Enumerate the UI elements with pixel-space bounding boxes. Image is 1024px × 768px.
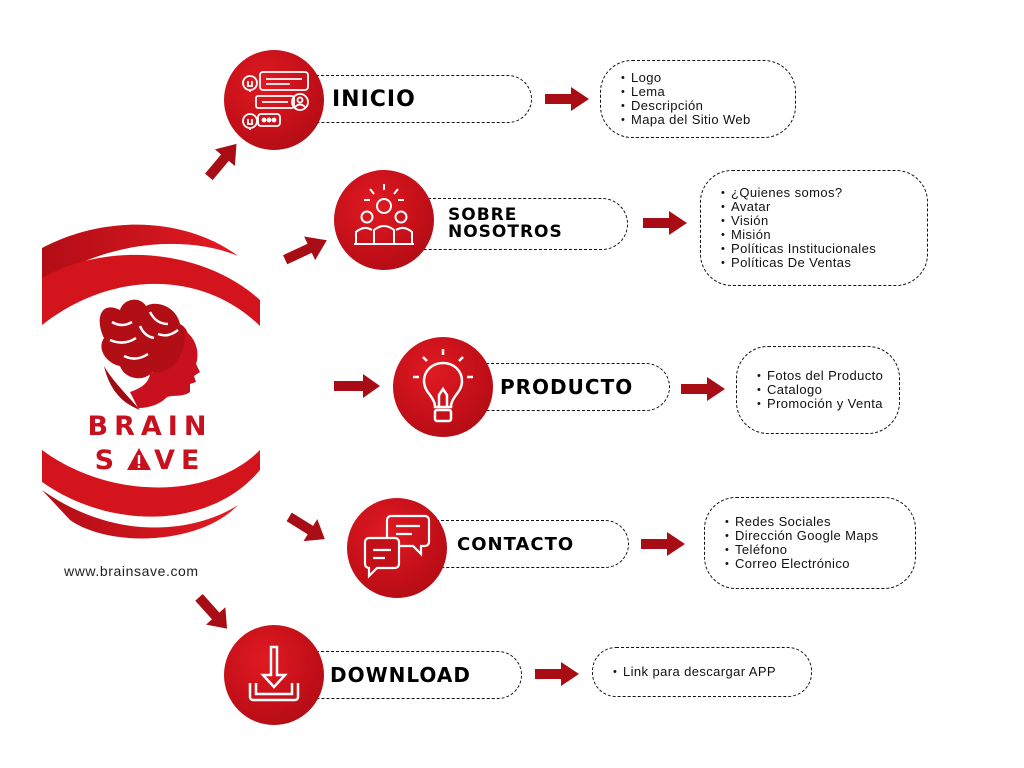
contacto-title-pill[interactable]: CONTACTO: [421, 520, 629, 568]
inicio-details-list: Logo Lema Descripción Mapa del Sitio Web: [601, 71, 761, 128]
list-item: ¿Quienes somos?: [721, 186, 876, 201]
sobre-nosotros-details-bubble: ¿Quienes somos? Avatar Visión Misión Pol…: [700, 170, 928, 286]
brand-logo-art: [42, 224, 260, 539]
list-item: Logo: [621, 71, 751, 86]
list-item: Avatar: [721, 200, 876, 215]
list-item: Misión: [721, 228, 876, 243]
inicio-title: INICIO: [332, 86, 416, 112]
arrow-to-contacto: [286, 512, 325, 542]
sobre-nosotros-title-pill[interactable]: SOBRE NOSOTROS: [408, 198, 628, 250]
logo-top-swoosh-inner: [42, 254, 260, 326]
list-item: Visión: [721, 214, 876, 229]
download-details-list: Link para descargar APP: [593, 665, 786, 680]
logo-top-swoosh: [42, 224, 238, 284]
inicio-title-pill[interactable]: INICIO: [296, 75, 532, 123]
download-title-pill[interactable]: DOWNLOAD: [296, 651, 522, 699]
producto-icon-circle: [393, 337, 493, 437]
list-item: Lema: [621, 85, 751, 100]
brand-name-ve: VE: [154, 445, 206, 476]
list-item: Mapa del Sitio Web: [621, 113, 751, 128]
logo-bottom-swoosh: [42, 450, 260, 517]
brain-head-icon: [99, 299, 200, 410]
download-icon-circle: [224, 625, 324, 725]
inicio-details-bubble: Logo Lema Descripción Mapa del Sitio Web: [600, 60, 796, 138]
arrow-sobre-nosotros-to-details: [643, 211, 687, 235]
chat-bubbles-icon: [363, 514, 431, 579]
arrow-producto-to-details: [681, 377, 725, 401]
inicio-icon-circle: [224, 50, 324, 150]
arrow-contacto-to-details: [641, 532, 685, 556]
arrow-to-inicio: [205, 143, 237, 181]
arrow-to-sobre-nosotros: [283, 236, 327, 265]
arrow-to-producto: [334, 374, 380, 398]
arrow-inicio-to-details: [545, 87, 589, 111]
download-details-bubble: Link para descargar APP: [592, 647, 812, 697]
arrow-download-to-details: [535, 662, 579, 686]
list-item: Catalogo: [757, 383, 883, 398]
producto-details-bubble: Fotos del Producto Catalogo Promoción y …: [736, 346, 900, 434]
brand-name-line1: BRAIN: [87, 411, 213, 442]
list-item: Políticas Institucionales: [721, 242, 876, 257]
list-item: Redes Sociales: [725, 515, 879, 530]
logo-bottom-swoosh-outer: [42, 490, 238, 539]
list-item: Dirección Google Maps: [725, 529, 879, 544]
arrow-to-download: [195, 594, 228, 629]
list-item: Teléfono: [725, 543, 879, 558]
list-item: Promoción y Venta: [757, 397, 883, 412]
list-item: Descripción: [621, 99, 751, 114]
website-link[interactable]: www.brainsave.com: [64, 563, 199, 579]
contacto-icon-circle: [347, 498, 447, 598]
contacto-details-bubble: Redes Sociales Dirección Google Maps Tel…: [704, 497, 916, 589]
web-layout-icon: [242, 71, 309, 130]
contacto-title: CONTACTO: [457, 533, 575, 555]
team-icon: [354, 184, 414, 245]
brand-name-line2: S VE: [60, 445, 240, 476]
sobre-nosotros-title: SOBRE NOSOTROS: [448, 205, 563, 242]
list-item: Fotos del Producto: [757, 369, 883, 384]
warning-triangle-icon: [127, 448, 152, 470]
download-icon: [248, 645, 300, 702]
download-title: DOWNLOAD: [330, 663, 471, 687]
contacto-details-list: Redes Sociales Dirección Google Maps Tel…: [705, 515, 889, 572]
list-item: Correo Electrónico: [725, 557, 879, 572]
download-app-link[interactable]: Link para descargar APP: [613, 665, 776, 680]
sobre-nosotros-details-list: ¿Quienes somos? Avatar Visión Misión Pol…: [701, 186, 886, 271]
producto-title-pill[interactable]: PRODUCTO: [466, 363, 670, 411]
sobre-nosotros-icon-circle: [334, 170, 434, 270]
producto-details-list: Fotos del Producto Catalogo Promoción y …: [737, 369, 893, 412]
lightbulb-icon: [413, 349, 473, 423]
producto-title: PRODUCTO: [500, 375, 634, 399]
list-item: Políticas De Ventas: [721, 256, 876, 271]
brand-name-s: S: [94, 445, 121, 476]
